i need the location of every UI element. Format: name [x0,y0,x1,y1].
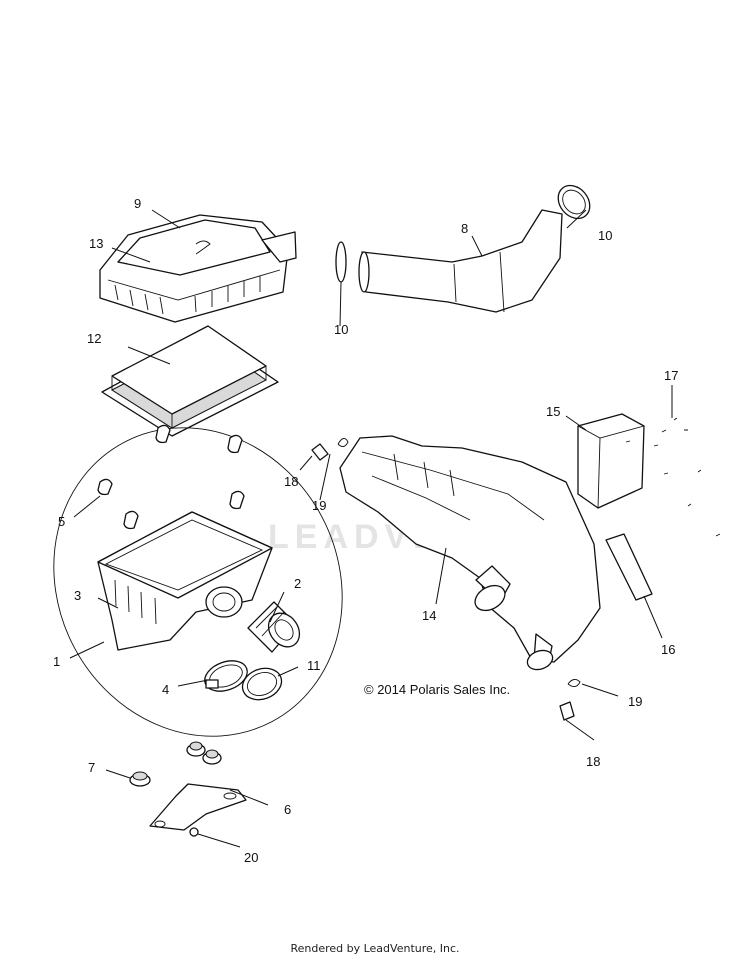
callout-18-left: 18 [284,474,298,489]
callout-13: 13 [89,236,103,251]
intake-duct-part[interactable] [358,209,563,313]
intake-housing-part[interactable] [339,435,601,673]
callout-16: 16 [661,642,675,657]
callout-10-right: 10 [598,228,612,243]
footer-credit: Rendered by LeadVenture, Inc. [290,942,460,955]
callout-1: 1 [53,654,60,669]
grommet-parts[interactable] [129,741,222,787]
foam-block-part[interactable] [577,413,645,509]
callout-8: 8 [461,221,468,236]
copyright-text: © 2014 Polaris Sales Inc. [364,682,510,697]
foam-pad-part[interactable] [605,533,653,601]
callout-17: 17 [664,368,678,383]
callout-7: 7 [88,760,95,775]
callout-2: 2 [294,576,301,591]
screw-parts[interactable] [625,417,721,537]
airbox-base-part[interactable] [97,511,273,651]
hose-clamp-part[interactable] [201,655,286,705]
callout-10-left: 10 [334,322,348,337]
callout-19-right: 19 [628,694,642,709]
callout-18-right: 18 [586,754,600,769]
callout-12: 12 [87,331,101,346]
callout-4: 4 [162,682,169,697]
bolt-part[interactable] [189,827,199,837]
callout-15: 15 [546,404,560,419]
intake-coupler-part[interactable] [247,601,306,653]
callout-20: 20 [244,850,258,865]
callout-6: 6 [284,802,291,817]
clip-parts[interactable] [97,424,245,530]
callout-9: 9 [134,196,141,211]
air-filter-part[interactable] [101,325,279,437]
callout-5: 5 [58,514,65,529]
callout-3: 3 [74,588,81,603]
airbox-cover-part[interactable] [99,214,297,323]
callout-14: 14 [422,608,436,623]
duct-clamp-parts[interactable] [335,179,596,283]
leader-lines [69,209,673,848]
breather-fitting-parts[interactable] [311,438,581,721]
callout-11: 11 [307,658,321,673]
callout-19-left: 19 [312,498,326,513]
airbox-assembly-outline [53,427,343,737]
